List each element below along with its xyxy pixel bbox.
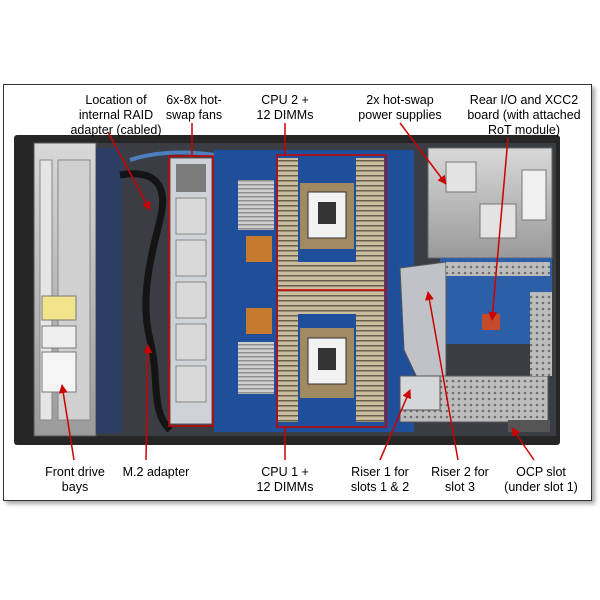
cpu-highlight-box bbox=[276, 154, 387, 428]
dimm-bank-cpu2-left bbox=[278, 158, 298, 266]
label-riser1: Riser 1 for slots 1 & 2 bbox=[350, 465, 410, 494]
raid-leader bbox=[107, 131, 151, 211]
dimm-bank-cpu1-left bbox=[278, 314, 298, 422]
dimm-bank-cpu1-right bbox=[356, 314, 384, 422]
fan-bank bbox=[169, 157, 213, 425]
label-riser2: Riser 2 for slot 3 bbox=[431, 465, 489, 494]
front-bays-leader bbox=[58, 384, 75, 461]
label-cpu2: CPU 2 + 12 DIMMs bbox=[256, 93, 314, 122]
label-front-drive-bays: Front drive bays bbox=[45, 465, 105, 494]
label-cpu1: CPU 1 + 12 DIMMs bbox=[256, 465, 314, 494]
fan-highlight-box bbox=[168, 155, 214, 427]
front-drive-bays bbox=[33, 142, 97, 437]
m2-leader bbox=[143, 344, 153, 461]
label-power-supplies: 2x hot-swap power supplies bbox=[358, 93, 442, 122]
cables bbox=[119, 170, 173, 433]
backplane bbox=[96, 148, 122, 433]
riser-2-cage bbox=[399, 261, 550, 385]
dimm-bank-center bbox=[278, 262, 384, 314]
cpu2-heatsink bbox=[300, 183, 354, 249]
riser2-leader bbox=[424, 291, 459, 461]
cpu1-heatsink bbox=[300, 328, 354, 398]
psu-leader bbox=[399, 122, 447, 185]
label-raid: Location of internal RAID adapter (cable… bbox=[70, 93, 162, 137]
label-fans: 6x-8x hot- swap fans bbox=[165, 93, 223, 122]
ocp-leader bbox=[511, 427, 535, 461]
riser1-leader bbox=[379, 389, 411, 461]
rear-io-leader bbox=[488, 137, 509, 321]
label-m2-adapter: M.2 adapter bbox=[122, 465, 190, 479]
label-ocp-slot: OCP slot (under slot 1) bbox=[504, 465, 578, 494]
rot-module bbox=[482, 314, 500, 330]
label-rear-io: Rear I/O and XCC2 board (with attached R… bbox=[467, 93, 581, 137]
dimm-bank-cpu2-right bbox=[356, 158, 384, 266]
power-supplies bbox=[427, 147, 553, 259]
